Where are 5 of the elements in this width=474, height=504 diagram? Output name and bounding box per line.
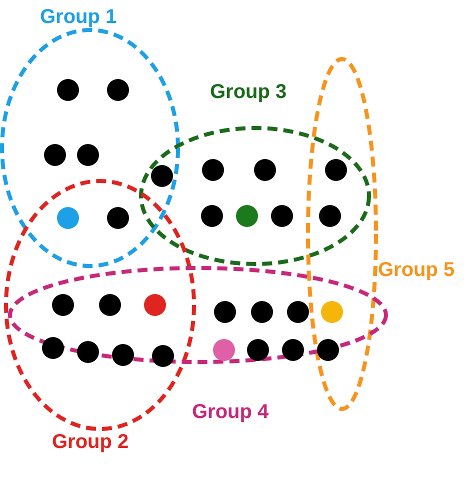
group-label: Group 1 bbox=[40, 5, 117, 30]
group-label: Group 5 bbox=[378, 258, 455, 283]
group-label: Group 4 bbox=[192, 400, 269, 425]
group-label: Group 2 bbox=[52, 430, 129, 455]
group-label: Group 3 bbox=[210, 80, 287, 105]
